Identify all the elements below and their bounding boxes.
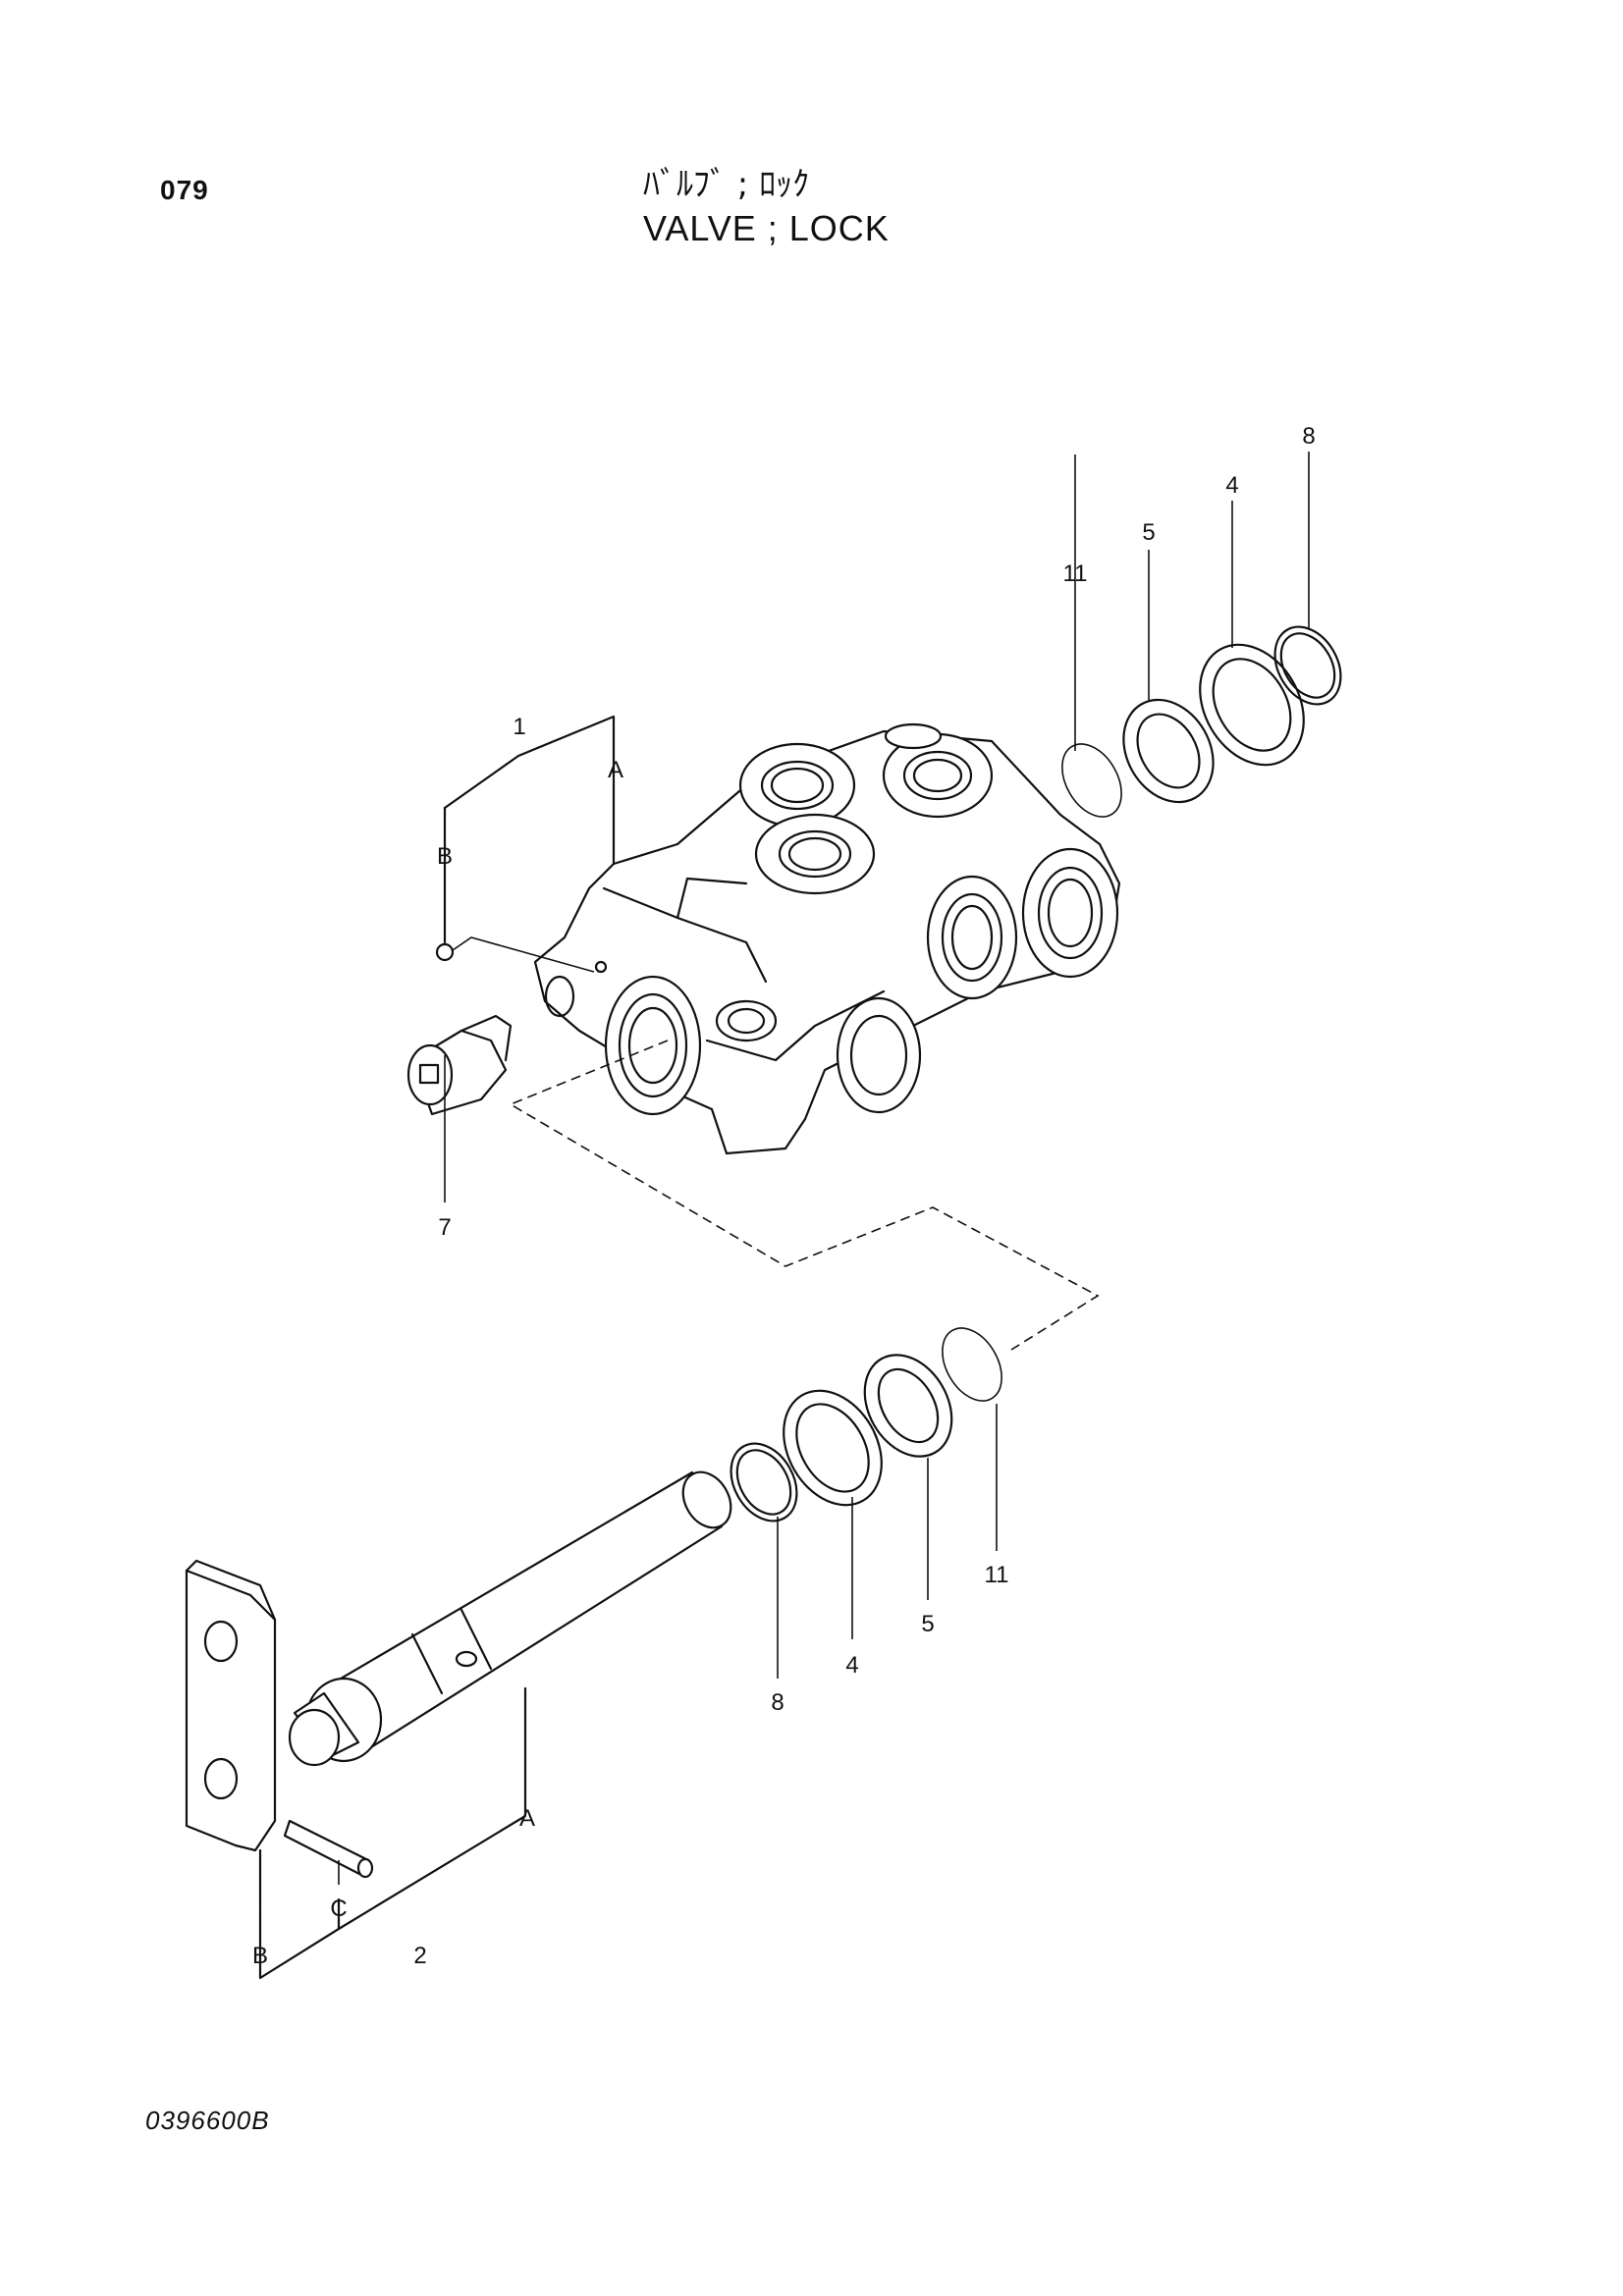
callout-ref-c-lower: C bbox=[330, 1896, 347, 1922]
callout-part-8-lower: 8 bbox=[771, 1689, 784, 1716]
callout-part-8-upper: 8 bbox=[1302, 423, 1315, 450]
washer-part-4-lower bbox=[783, 1389, 883, 1507]
callout-part-5-upper: 5 bbox=[1142, 519, 1155, 546]
callout-part-11-upper: 11 bbox=[1063, 561, 1088, 587]
callout-part-5-lower: 5 bbox=[921, 1611, 934, 1637]
page-number: 079 bbox=[160, 175, 209, 205]
callout-part-1: 1 bbox=[513, 714, 525, 740]
o-ring-part-11-lower bbox=[942, 1327, 1002, 1402]
callout-part-7: 7 bbox=[438, 1214, 451, 1241]
callout-part-4-upper: 4 bbox=[1225, 472, 1238, 499]
plug-part-7 bbox=[406, 1014, 513, 1116]
washer-part-4-upper bbox=[1199, 643, 1305, 767]
callout-ref-a-upper: A bbox=[608, 757, 623, 783]
bushing-part-5-upper bbox=[1122, 698, 1215, 804]
callout-part-2: 2 bbox=[413, 1943, 426, 1969]
valve-body bbox=[533, 722, 1121, 1155]
callout-part-11-lower: 11 bbox=[985, 1562, 1009, 1588]
callout-ref-b-upper: B bbox=[437, 843, 453, 870]
drawing-code: 0396600B bbox=[145, 2106, 270, 2135]
leader-lines bbox=[258, 452, 1310, 1980]
shaft-part-2 bbox=[288, 1470, 732, 1767]
snap-ring-part-8-lower bbox=[730, 1442, 798, 1522]
snap-ring-part-8-upper bbox=[1273, 625, 1342, 706]
lever-plate bbox=[185, 1559, 277, 1852]
bushing-part-5-lower bbox=[863, 1354, 953, 1458]
title-japanese: ﾊﾞﾙﾌﾞ ; ﾛｯｸ bbox=[643, 165, 810, 204]
callout-ref-b-lower: B bbox=[252, 1943, 268, 1969]
callout-part-4-lower: 4 bbox=[845, 1652, 858, 1679]
o-ring-part-11-upper bbox=[1061, 743, 1122, 818]
callout-ref-a-lower: A bbox=[519, 1805, 535, 1832]
pin bbox=[283, 1819, 374, 1879]
title-english: VALVE ; LOCK bbox=[643, 208, 890, 248]
